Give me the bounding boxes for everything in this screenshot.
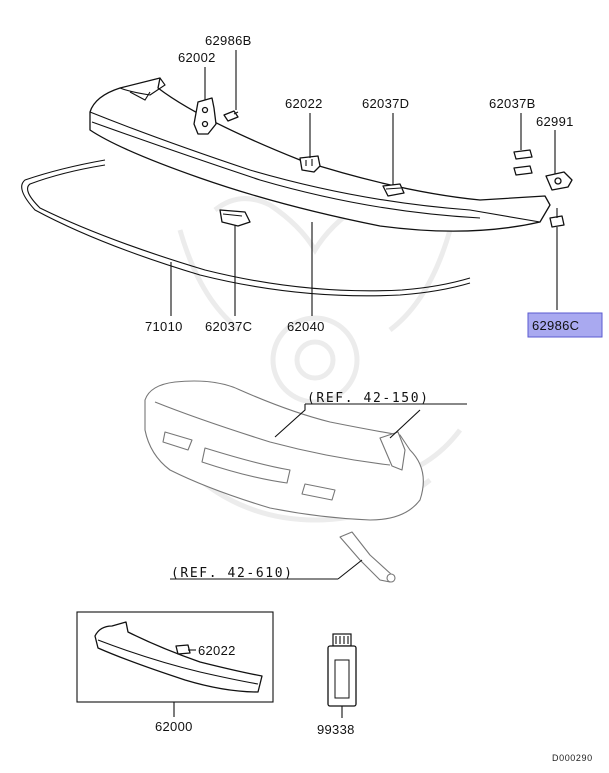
nut-62991	[545, 171, 573, 191]
pad-62037C	[219, 209, 251, 227]
label-62037C[interactable]: 62037C	[205, 319, 252, 334]
label-99338[interactable]: 99338	[317, 722, 355, 737]
highlight-62986C	[527, 312, 603, 338]
inset-box-62000	[76, 611, 274, 703]
pad-62037D	[382, 183, 405, 197]
leader-lines	[170, 50, 558, 718]
bolt-62986C	[549, 208, 565, 228]
label-62037D[interactable]: 62037D	[362, 96, 409, 111]
label-62037B[interactable]: 62037B	[489, 96, 536, 111]
clip-62022	[299, 155, 321, 173]
bumper-reinforcement-62040	[89, 77, 551, 232]
label-62986B[interactable]: 62986B	[205, 33, 252, 48]
label-62022-box[interactable]: 62022	[198, 643, 236, 658]
bumper-cover-reference	[144, 380, 424, 521]
label-62022-top[interactable]: 62022	[285, 96, 323, 111]
label-62040[interactable]: 62040	[287, 319, 325, 334]
ref-42-610[interactable]: (REF. 42-610)	[171, 566, 294, 581]
sealant-tube-99338	[327, 633, 357, 707]
label-62991[interactable]: 62991	[536, 114, 574, 129]
label-62002[interactable]: 62002	[178, 50, 216, 65]
label-62000[interactable]: 62000	[155, 719, 193, 734]
bracket-62002	[193, 97, 217, 135]
bracket-reference	[339, 531, 396, 583]
label-62986C[interactable]: 62986C	[532, 318, 579, 333]
diagram-id: D000290	[552, 753, 593, 763]
bolt-62986B	[223, 110, 239, 122]
lip-molding-71010	[21, 159, 471, 297]
pad-62037B	[513, 149, 533, 176]
ref-42-150[interactable]: (REF. 42-150)	[307, 391, 430, 406]
label-71010[interactable]: 71010	[145, 319, 183, 334]
